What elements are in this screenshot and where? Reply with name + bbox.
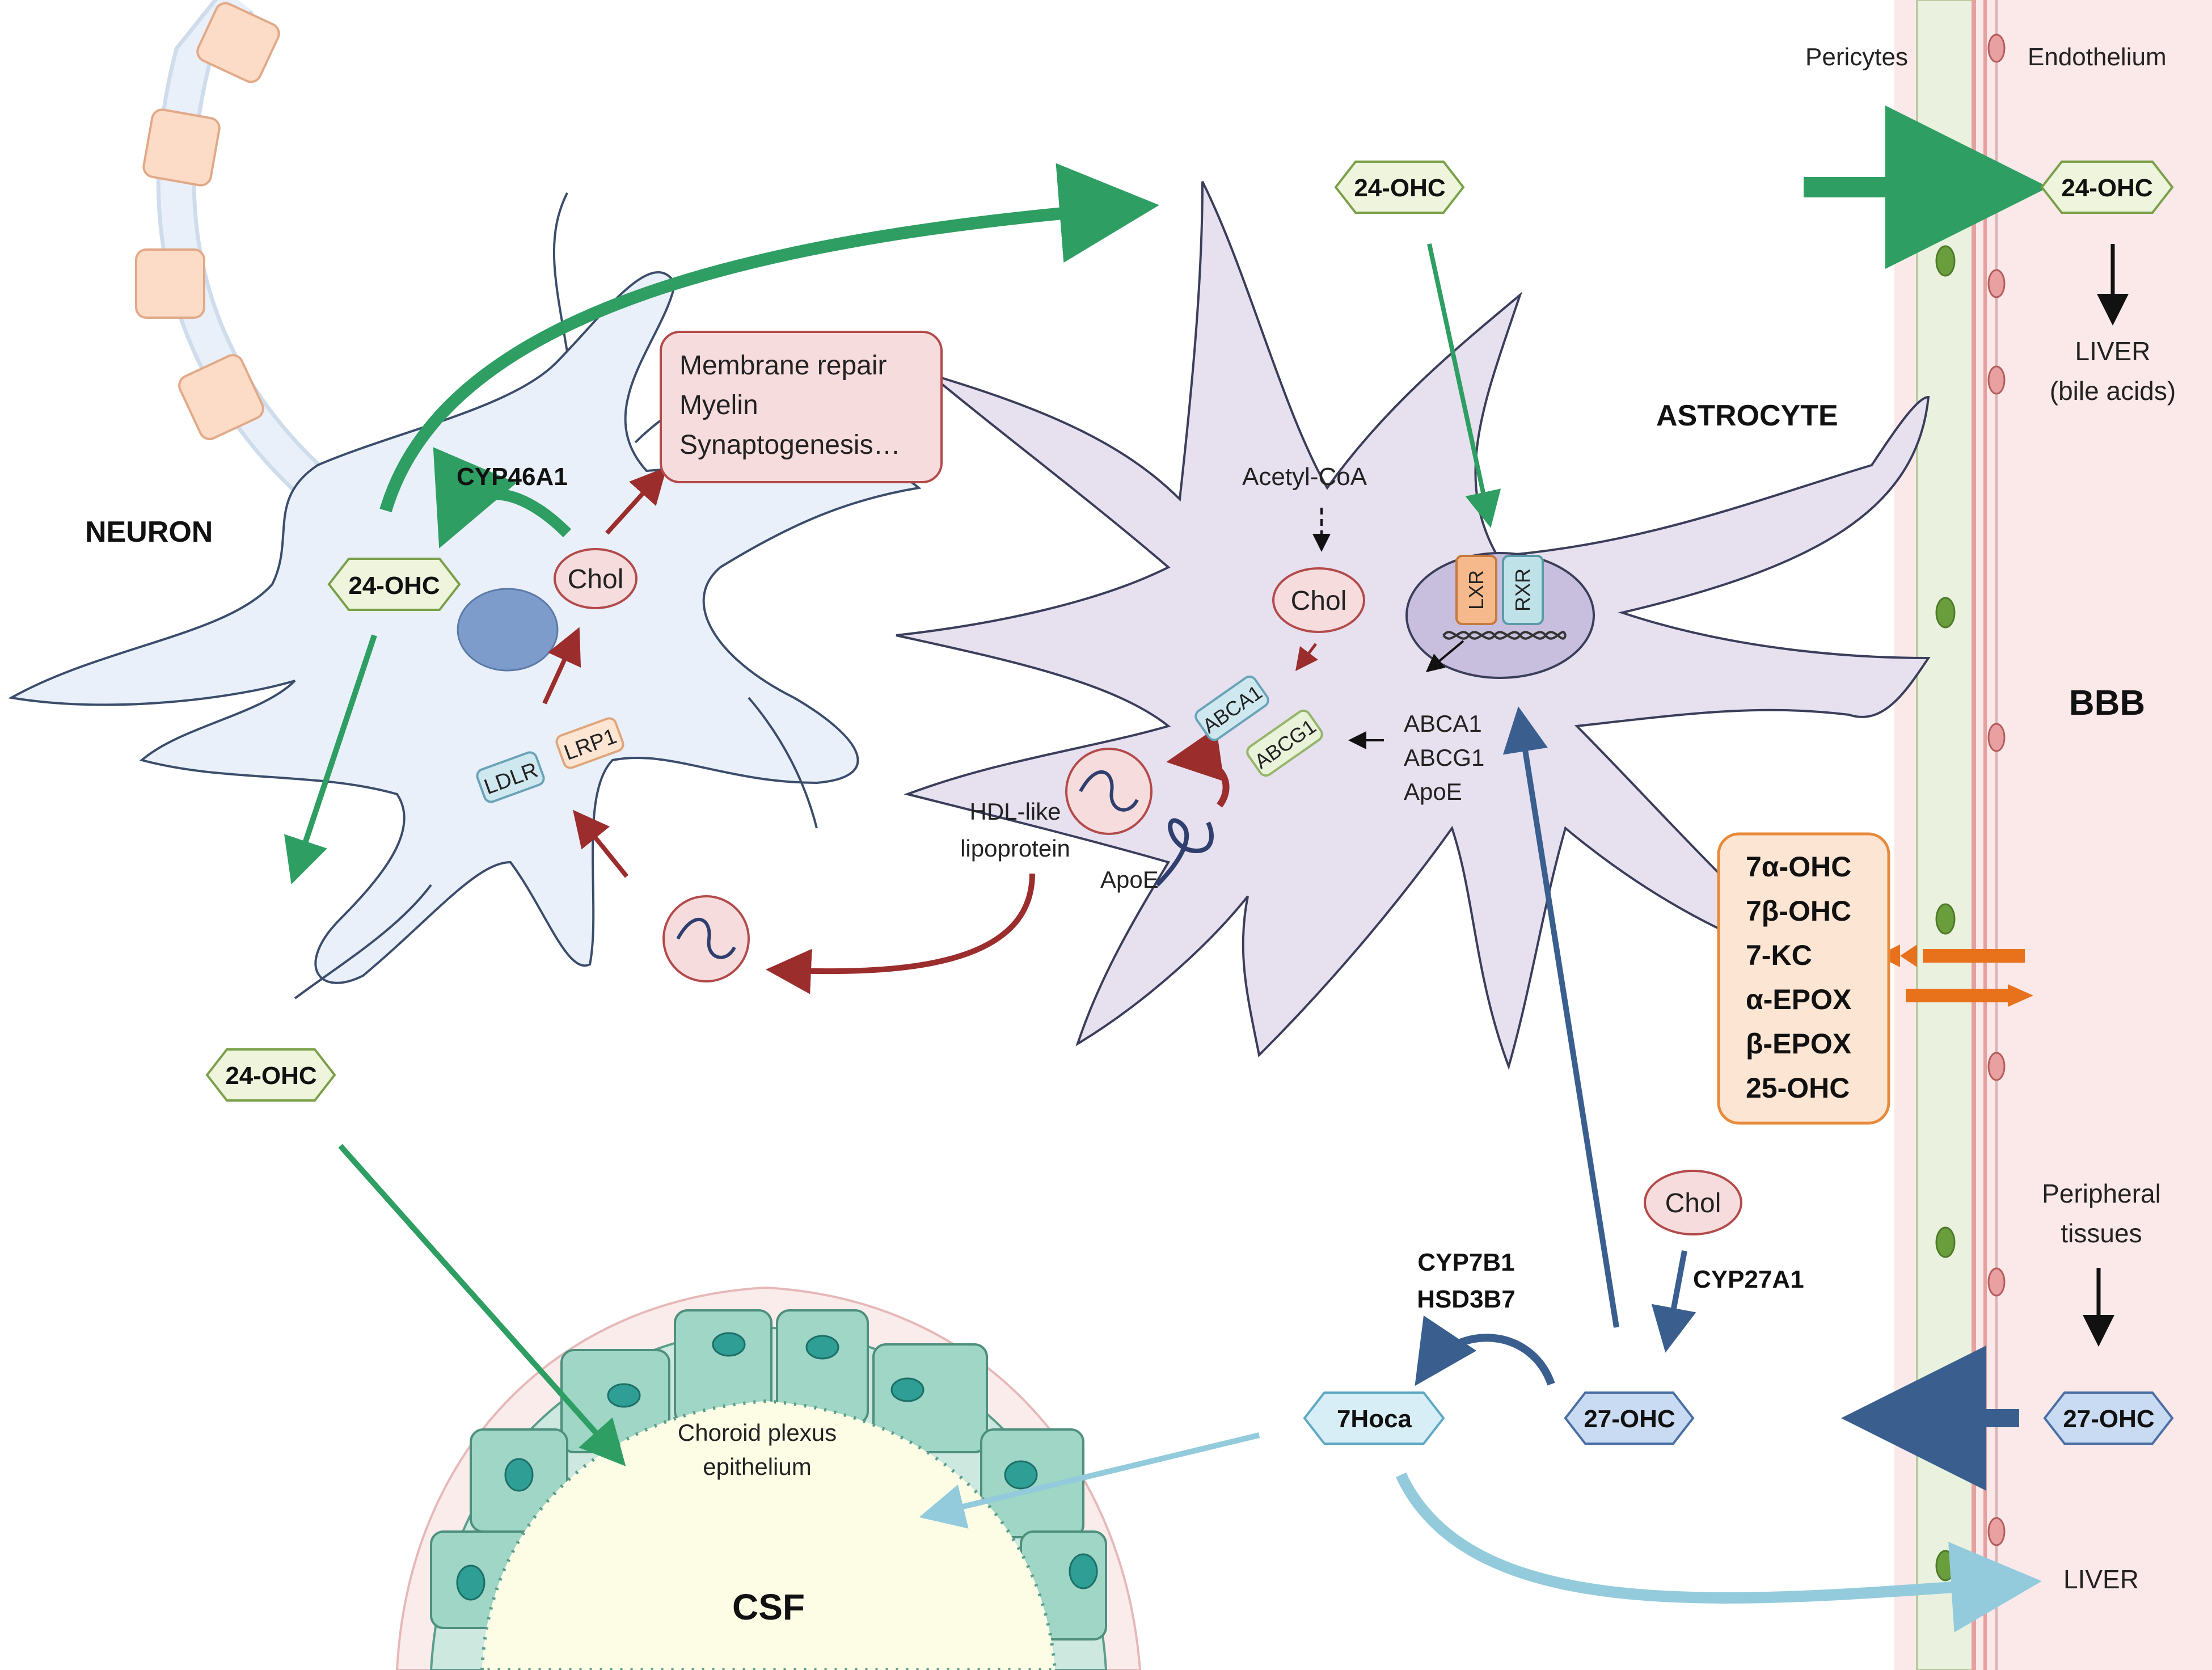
- svg-text:27-OHC: 27-OHC: [1584, 1405, 1675, 1433]
- genes-abcg1: ABCG1: [1404, 744, 1484, 771]
- oxysterol-item: 25-OHC: [1746, 1072, 1850, 1104]
- oxysterol-item: 7-KC: [1746, 939, 1812, 971]
- astrocyte-nucleus: [1405, 552, 1595, 679]
- oxysterol-item: α-EPOX: [1746, 984, 1851, 1015]
- pericytes-label: Pericytes: [1805, 43, 1908, 71]
- choroid-plexus: [395, 1286, 1142, 1670]
- liver-bottom-label: LIVER: [2063, 1564, 2139, 1594]
- peripheral-line1: Peripheral: [2042, 1179, 2161, 1208]
- peripheral-line2: tissues: [2061, 1218, 2142, 1248]
- apoe-label: ApoE: [1100, 866, 1159, 893]
- endothelium-label: Endothelium: [2028, 43, 2167, 71]
- hex-24ohc-mid: 24-OHC: [205, 1048, 336, 1102]
- acetylcoa-label: Acetyl-CoA: [1242, 463, 1367, 491]
- cyp46a1-label: CYP46A1: [457, 463, 568, 491]
- neuron-nucleus: [457, 588, 559, 672]
- liver-bile-line1: LIVER: [2075, 336, 2151, 366]
- hex-27ohc-blood: 27-OHC: [2043, 1391, 2174, 1445]
- function-membrane-repair: Membrane repair: [679, 351, 887, 381]
- oxysterol-item: 7α-OHC: [1746, 851, 1851, 883]
- oxysterol-item: 7β-OHC: [1746, 895, 1851, 927]
- svg-text:24-OHC: 24-OHC: [1354, 174, 1445, 202]
- red-arrows: [542, 467, 1318, 994]
- axon: [135, 0, 331, 503]
- svg-text:24-OHC: 24-OHC: [348, 572, 440, 600]
- svg-text:27-OHC: 27-OHC: [2063, 1405, 2154, 1433]
- choroid-line1: Choroid plexus: [678, 1419, 837, 1446]
- apoe-strand: [1155, 818, 1214, 887]
- svg-text:7Hoca: 7Hoca: [1337, 1405, 1412, 1433]
- rxr-receptor: RXR: [1502, 555, 1544, 625]
- neuron-body: [8, 192, 922, 1000]
- hex-24ohc-astro: 24-OHC: [1334, 161, 1465, 214]
- svg-text:LXR: LXR: [1464, 570, 1488, 610]
- chol-astro: Chol: [1272, 567, 1365, 633]
- lipoprotein-particle-astro: [1065, 748, 1153, 835]
- green-arrows: [284, 106, 2049, 1466]
- lxr-receptor: LXR: [1455, 555, 1497, 625]
- genes-apoe: ApoE: [1404, 778, 1462, 805]
- svg-text:Chol: Chol: [1291, 586, 1347, 616]
- hex-24ohc-blood: 24-OHC: [2040, 161, 2174, 214]
- hex-7hoca: 7Hoca: [1303, 1391, 1445, 1445]
- hsd3b7-label: HSD3B7: [1417, 1285, 1516, 1313]
- light-blue-arrows: [919, 1432, 2042, 1633]
- hex-27ohc-brain: 27-OHC: [1564, 1391, 1695, 1445]
- svg-text:RXR: RXR: [1511, 568, 1534, 612]
- hex-24ohc-neuron: 24-OHC: [327, 558, 461, 611]
- svg-text:24-OHC: 24-OHC: [225, 1062, 316, 1090]
- liver-bile-line2: (bile acids): [2050, 376, 2176, 406]
- lrp1-receptor: LRP1: [555, 717, 624, 769]
- genes-abca1: ABCA1: [1404, 710, 1482, 737]
- black-arrows: [1312, 244, 2129, 1347]
- cyp27a1-label: CYP27A1: [1693, 1266, 1804, 1293]
- function-synaptogenesis: Synaptogenesis…: [679, 430, 901, 460]
- lipoprotein-particle-neuron: [662, 895, 750, 982]
- bbb-label: BBB: [2069, 684, 2145, 723]
- choroid-line2: epithelium: [703, 1453, 811, 1480]
- neuron-label: NEURON: [85, 516, 213, 549]
- hdl-label-line2: lipoprotein: [960, 835, 1070, 862]
- svg-text:24-OHC: 24-OHC: [2061, 174, 2152, 202]
- cyp7b1-label: CYP7B1: [1417, 1249, 1514, 1276]
- chol-periphery: Chol: [1644, 1170, 1742, 1235]
- hdl-label-line1: HDL-like: [969, 798, 1061, 825]
- svg-text:Chol: Chol: [1665, 1188, 1721, 1218]
- oxysterol-item: β-EPOX: [1746, 1028, 1851, 1060]
- oxysterols-box: 7α-OHC 7β-OHC 7-KC α-EPOX β-EPOX 25-OHC: [1717, 832, 1890, 1125]
- csf-label: CSF: [732, 1587, 805, 1627]
- astrocyte-label: ASTROCYTE: [1656, 399, 1838, 432]
- navy-arrows: [1415, 706, 2019, 1491]
- chol-neuron: Chol: [554, 548, 638, 609]
- svg-text:Chol: Chol: [568, 564, 624, 594]
- function-myelin: Myelin: [679, 390, 758, 420]
- functions-box: Membrane repair Myelin Synaptogenesis…: [660, 331, 943, 483]
